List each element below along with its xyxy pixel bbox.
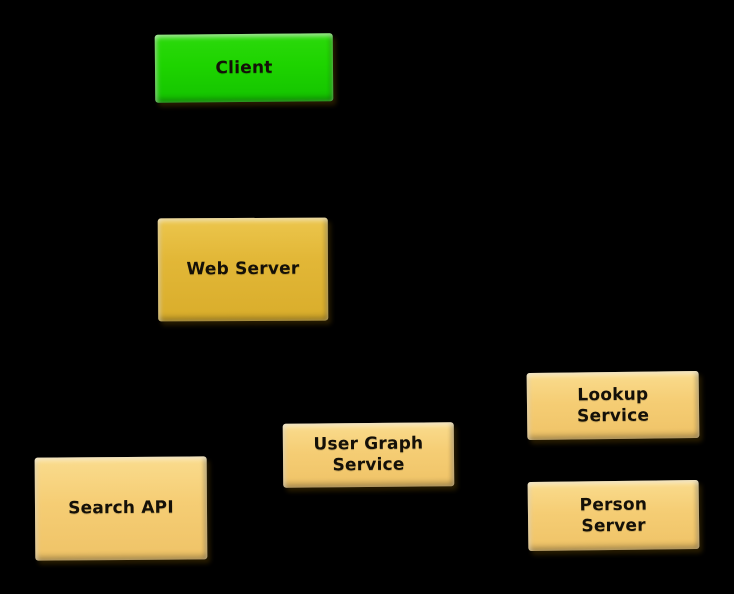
node-person-server: Person Server [527,479,700,552]
node-web-server: Web Server [157,217,329,322]
node-lookup-service: Lookup Service [526,370,700,441]
node-user-graph-service-label: User Graph Service [313,433,424,476]
node-lookup-service-label: Lookup Service [576,384,650,426]
node-search-api-label: Search API [68,497,174,519]
node-web-server-label: Web Server [186,258,300,280]
node-user-graph-service: User Graph Service [282,422,455,488]
node-search-api: Search API [34,456,208,561]
node-person-server-label: Person Server [579,494,648,536]
node-client: Client [154,33,334,103]
node-client-label: Client [215,57,273,78]
